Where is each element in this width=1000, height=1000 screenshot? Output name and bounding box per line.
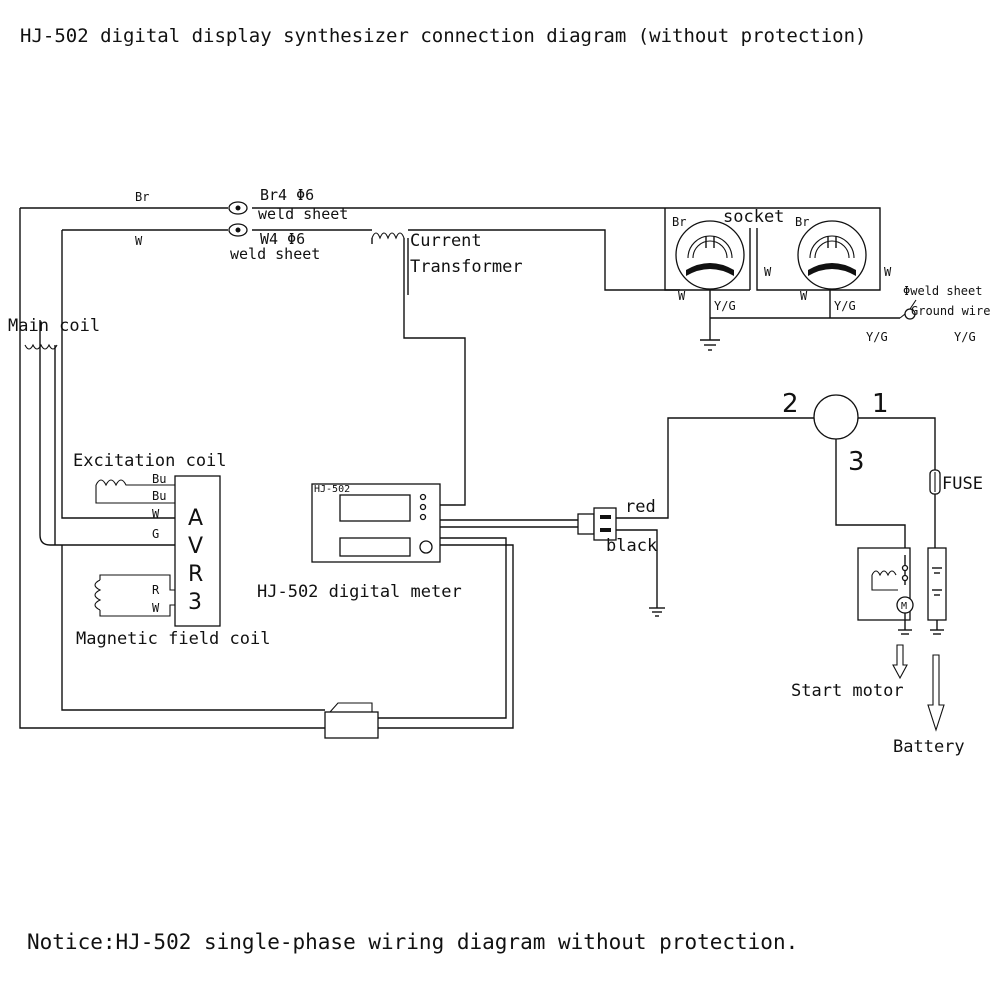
ground-wire-label: Ground wire xyxy=(911,304,990,318)
red-label: red xyxy=(625,497,656,517)
socket-br-1: Br xyxy=(672,215,686,229)
br-label-left: Br xyxy=(135,190,149,204)
bottom-return-wire xyxy=(61,545,325,711)
fuse xyxy=(929,469,941,495)
socket-label: socket xyxy=(723,207,784,227)
br-wire xyxy=(20,207,881,291)
black-label: black xyxy=(606,536,657,556)
avr-pin-bu-2: Bu xyxy=(152,489,166,503)
socket-w-1: W xyxy=(678,289,686,303)
meter-to-connector-wires xyxy=(440,519,578,528)
switch-pin-2: 2 xyxy=(782,389,799,419)
socket-br-2: Br xyxy=(795,215,809,229)
switch-pin-3: 3 xyxy=(848,447,865,477)
battery xyxy=(927,547,947,630)
start-motor xyxy=(857,547,914,630)
meter-bottom-loop xyxy=(378,537,514,729)
avr-pin-bu-1: Bu xyxy=(152,472,166,486)
w-wire xyxy=(62,229,680,291)
avr-letter-r: R xyxy=(188,562,203,587)
yg-label-4: Y/G xyxy=(954,330,976,344)
switch-pin-1: 1 xyxy=(872,389,889,419)
arrow-to-start-motor xyxy=(892,644,908,680)
switch-pin3-wire xyxy=(835,439,906,555)
br4-label: Br4 Φ6 xyxy=(260,186,314,204)
socket-2 xyxy=(797,220,867,290)
weld-sheet-lug-w4 xyxy=(228,223,248,237)
red-black-connector xyxy=(577,507,617,541)
socket-yg-2: Y/G xyxy=(834,299,856,313)
meter-model-label: HJ-502 xyxy=(314,484,350,495)
w-left-vertical xyxy=(61,230,175,519)
socket-w-2: W xyxy=(764,265,772,279)
ground-symbol-socket xyxy=(700,339,720,351)
ct-wire-to-meter xyxy=(403,295,466,506)
avr-pin-w: W xyxy=(152,507,160,521)
socket-wiring xyxy=(709,228,900,340)
hj-502-meter xyxy=(311,483,441,563)
w-label-left: W xyxy=(135,234,143,248)
main-coil xyxy=(24,343,58,350)
avr-pin-r: R xyxy=(152,583,160,597)
socket-yg-1: Y/G xyxy=(714,299,736,313)
avr-letter-3: 3 xyxy=(188,590,202,615)
current-transformer-label-1: Current xyxy=(410,231,482,251)
ground-symbol-motor xyxy=(898,629,912,635)
avr-pin-g: G xyxy=(152,527,159,541)
weld-sheet-ground-label: Φweld sheet xyxy=(903,284,982,298)
weld-sheet-lug-br4 xyxy=(228,201,248,215)
key-switch xyxy=(813,394,859,440)
battery-label: Battery xyxy=(893,737,965,757)
socket-w-3: W xyxy=(800,289,808,303)
magnetic-field-coil xyxy=(94,574,175,617)
weld-sheet-label-1: weld sheet xyxy=(258,205,348,223)
magnetic-field-coil-label: Magnetic field coil xyxy=(76,629,270,649)
excitation-coil xyxy=(95,479,175,504)
avr-letter-a: A xyxy=(188,506,203,531)
avr-pin-w2: W xyxy=(152,601,160,615)
current-transformer-label-2: Transformer xyxy=(410,257,523,277)
switch-pin1-wire xyxy=(858,417,936,470)
bottom-connector xyxy=(324,702,379,739)
socket-w-4: W xyxy=(884,265,892,279)
w4-label: W4 Φ6 xyxy=(260,230,305,248)
main-coil-label: Main coil xyxy=(8,316,100,336)
black-wire xyxy=(616,529,658,608)
yg-label-3: Y/G xyxy=(866,330,888,344)
br-left-vertical xyxy=(19,208,325,729)
avr3-module xyxy=(174,475,221,627)
start-motor-label: Start motor xyxy=(791,681,904,701)
avr-letter-v: V xyxy=(188,534,203,559)
fuse-label: FUSE xyxy=(942,474,983,494)
meter-label: HJ-502 digital meter xyxy=(257,582,462,602)
ground-wire-lug xyxy=(899,299,917,320)
excitation-coil-label: Excitation coil xyxy=(73,451,227,471)
notice-text: Notice:HJ-502 single-phase wiring diagra… xyxy=(27,930,798,954)
current-transformer xyxy=(371,232,409,295)
motor-m-label: M xyxy=(901,601,907,612)
socket-1 xyxy=(675,220,745,290)
diagram-title: HJ-502 digital display synthesizer conne… xyxy=(20,25,866,47)
ground-symbol-black xyxy=(649,607,665,617)
weld-sheet-label-2: weld sheet xyxy=(230,245,320,263)
ground-symbol-battery xyxy=(930,629,944,635)
red-wire xyxy=(616,417,815,519)
main-coil-wire xyxy=(39,320,175,546)
arrow-to-battery xyxy=(927,654,945,732)
